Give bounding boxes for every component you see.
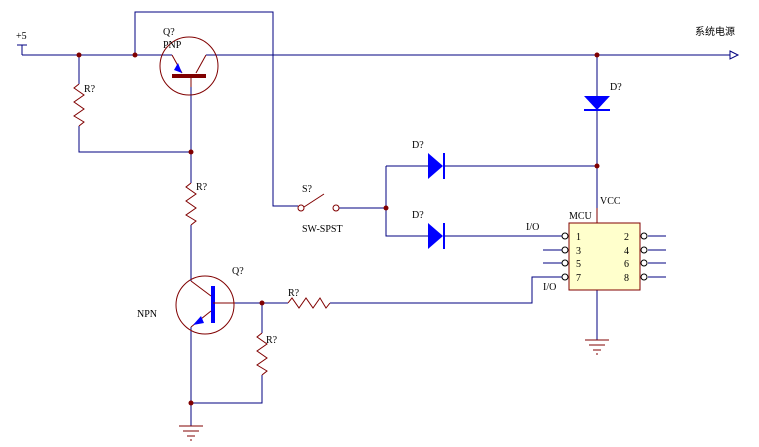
vcc-label: VCC bbox=[600, 196, 621, 207]
pin-circle-icon bbox=[640, 259, 648, 267]
wire-r1-bottom bbox=[78, 126, 191, 153]
pin-circle-icon bbox=[640, 273, 648, 281]
npn-arrow-icon bbox=[193, 316, 204, 325]
diode-triangle-icon bbox=[428, 153, 443, 179]
pin-number: 3 bbox=[576, 246, 581, 257]
junction-dot bbox=[132, 52, 138, 58]
mcu-pin-5: 5 bbox=[561, 259, 581, 270]
pin-number: 8 bbox=[624, 273, 629, 284]
junctions bbox=[76, 52, 600, 406]
mcu-pin-7: 7 bbox=[561, 273, 581, 284]
system-power-arrow-icon bbox=[729, 50, 740, 60]
diode-ref: D? bbox=[412, 140, 424, 151]
pin-number: 7 bbox=[576, 273, 581, 284]
ground-mcu bbox=[585, 339, 609, 355]
mcu-pin-8: 8 bbox=[624, 273, 648, 284]
resistor-r4: R? bbox=[256, 332, 278, 376]
junction-dot bbox=[188, 400, 194, 406]
pnp-type: PNP bbox=[163, 40, 182, 51]
supply-label: +5 bbox=[16, 31, 27, 42]
pin-circle-icon bbox=[561, 232, 569, 240]
pin-circle-icon bbox=[561, 259, 569, 267]
wire-diode-junction bbox=[385, 166, 428, 237]
mcu-label: MCU bbox=[569, 211, 593, 222]
diode-top: D? bbox=[412, 140, 445, 179]
ground-icon bbox=[179, 425, 203, 441]
mcu-chip: MCU VCC I/O I/O 1 3 5 7 2 4 bbox=[526, 196, 648, 293]
mcu-pin-3: 3 bbox=[561, 246, 581, 257]
mcu-pin-1: 1 bbox=[561, 232, 581, 243]
junction-dot bbox=[594, 163, 600, 169]
pin-circle-icon bbox=[561, 273, 569, 281]
junction-dot bbox=[594, 52, 600, 58]
pin-circle-icon bbox=[640, 232, 648, 240]
npn-type: NPN bbox=[137, 309, 157, 320]
resistor-r3: R? bbox=[287, 288, 331, 309]
npn-transistor: Q? NPN bbox=[137, 266, 244, 335]
resistor-ref: R? bbox=[84, 84, 96, 95]
ground-npn bbox=[179, 425, 203, 441]
npn-collector bbox=[190, 280, 212, 297]
system-power-label: 系统电源 bbox=[695, 25, 735, 38]
switch-contact-right bbox=[332, 204, 340, 212]
diode-vcc: D? bbox=[584, 82, 622, 111]
diode-bottom: D? bbox=[412, 210, 445, 249]
switch-lever bbox=[303, 193, 325, 208]
junction-dot bbox=[259, 300, 265, 306]
resistor-zigzag-icon bbox=[185, 182, 197, 226]
pin-number: 2 bbox=[624, 232, 629, 243]
mcu-pin-6: 6 bbox=[624, 259, 648, 270]
pin-number: 1 bbox=[576, 232, 581, 243]
mcu-pin-2: 2 bbox=[624, 232, 648, 243]
pin-circle-icon bbox=[640, 246, 648, 254]
resistor-ref: R? bbox=[196, 182, 208, 193]
resistor-ref: R? bbox=[288, 288, 300, 299]
pin-number: 6 bbox=[624, 259, 629, 270]
diode-ref: D? bbox=[610, 82, 622, 93]
switch-spst: S? SW-SPST bbox=[297, 184, 343, 235]
pin-number: 4 bbox=[624, 246, 629, 257]
resistor-zigzag-icon bbox=[256, 332, 268, 376]
npn-body bbox=[175, 275, 235, 335]
mcu-pin-4: 4 bbox=[624, 246, 648, 257]
ground-icon bbox=[585, 339, 609, 355]
wire-top-loop bbox=[134, 11, 298, 207]
pnp-body bbox=[159, 36, 219, 96]
supply-5v: +5 bbox=[16, 31, 27, 46]
resistor-zigzag-icon bbox=[73, 83, 85, 127]
wire-r3-to-mcu bbox=[330, 276, 562, 304]
switch-contact-left bbox=[297, 204, 305, 212]
resistor-r1: R? bbox=[73, 83, 96, 127]
mcu-body bbox=[568, 222, 641, 291]
junction-dot bbox=[188, 149, 194, 155]
diode-triangle-icon bbox=[584, 96, 610, 110]
resistor-zigzag-icon bbox=[287, 297, 331, 309]
io-label-bottom: I/O bbox=[543, 282, 556, 293]
switch-type: SW-SPST bbox=[302, 224, 343, 235]
diode-ref: D? bbox=[412, 210, 424, 221]
resistor-r2: R? bbox=[185, 182, 208, 226]
pnp-ref: Q? bbox=[163, 27, 175, 38]
wires bbox=[21, 11, 730, 426]
junction-dot bbox=[76, 52, 82, 58]
diode-triangle-icon bbox=[428, 223, 443, 249]
pnp-arrow-icon bbox=[174, 63, 182, 73]
resistor-ref: R? bbox=[266, 335, 278, 346]
pin-number: 5 bbox=[576, 259, 581, 270]
wire-ground-loop bbox=[191, 375, 263, 404]
io-label-top: I/O bbox=[526, 222, 539, 233]
pnp-emitter bbox=[195, 54, 207, 74]
switch-ref: S? bbox=[302, 184, 313, 195]
pnp-transistor: Q? PNP bbox=[159, 27, 219, 96]
npn-ref: Q? bbox=[232, 266, 244, 277]
pin-circle-icon bbox=[561, 246, 569, 254]
junction-dot bbox=[383, 205, 389, 211]
